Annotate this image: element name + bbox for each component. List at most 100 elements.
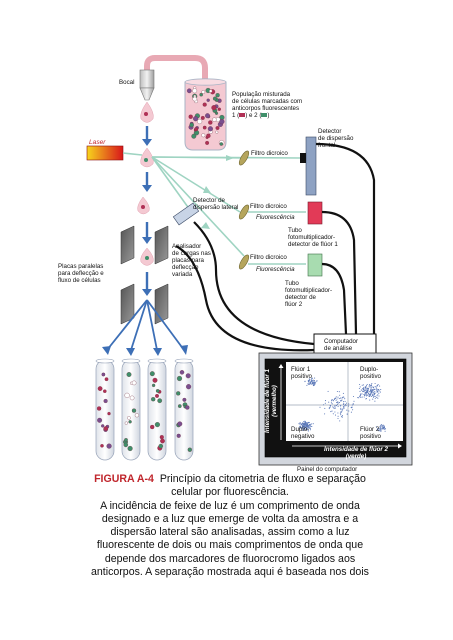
scatter-dot	[360, 396, 362, 398]
scatter-dot	[312, 423, 314, 425]
scatter-dot	[339, 394, 341, 396]
cell	[127, 416, 131, 420]
scatter-dot	[337, 401, 339, 403]
scatter-dot	[370, 386, 372, 388]
scatter-dot	[330, 402, 332, 404]
cell	[200, 115, 205, 120]
sorting-arrows	[102, 299, 188, 356]
scatter-dot	[328, 406, 330, 409]
scatter-dot	[365, 395, 367, 397]
caption-line: designado e a luz que emerge de volta da…	[101, 512, 359, 525]
cell	[177, 404, 182, 408]
scatter-dot	[337, 415, 339, 417]
cell	[124, 392, 130, 398]
cell	[96, 406, 102, 411]
cell	[157, 398, 163, 404]
scatter-dot	[374, 391, 376, 393]
scatter-dot	[363, 393, 365, 396]
dichroic-1-label: Filtro dicroico	[251, 150, 288, 157]
scatter-dot	[340, 410, 342, 412]
population-label: População misturada de células marcadas …	[232, 91, 303, 119]
scatter-dot	[301, 423, 303, 425]
signal-cables	[175, 142, 376, 372]
cell	[182, 397, 187, 402]
cell	[208, 120, 213, 125]
scatter-dots	[298, 377, 386, 432]
scatter-dot	[374, 382, 376, 385]
scatter-dot	[368, 384, 371, 386]
cell	[126, 372, 132, 377]
scatter-dot	[339, 412, 341, 414]
scatter-dot	[328, 401, 330, 403]
scatter-dot	[299, 425, 301, 427]
scatter-dot	[360, 393, 362, 395]
scatter-dot	[303, 424, 305, 426]
scatter-dot	[313, 381, 315, 384]
pmt-1	[307, 201, 323, 225]
cell	[202, 102, 207, 107]
scatter-dot	[309, 382, 311, 384]
scatter-dot	[332, 400, 335, 402]
scatter-dot	[359, 386, 361, 388]
cell	[100, 444, 104, 448]
scatter-dot	[340, 408, 342, 410]
cell	[215, 126, 220, 130]
scatter-dot	[314, 383, 316, 385]
scatter-dot	[309, 381, 311, 383]
scatter-dot	[308, 378, 310, 380]
cell	[155, 389, 160, 393]
figure-number: FIGURA A-4	[94, 473, 154, 485]
scatter-dot	[382, 427, 385, 429]
scatter-dot	[371, 390, 373, 393]
collection-tube	[95, 358, 115, 461]
scatter-dot	[365, 393, 367, 396]
scatter-dot	[380, 423, 382, 426]
scatter-dot	[303, 421, 305, 423]
scatter-dot	[371, 382, 373, 385]
scatter-dot	[372, 386, 374, 388]
cell	[127, 445, 133, 452]
scatter-dot	[308, 383, 310, 385]
caption-line: anticorpos. A separação mostrada aqui é …	[91, 566, 369, 579]
scatter-dot	[346, 413, 348, 415]
scatter-dot	[324, 413, 326, 415]
scatter-dot	[377, 394, 379, 396]
scatter-dot	[370, 388, 372, 390]
scatter-dot	[343, 405, 346, 407]
sample-tubing	[144, 55, 208, 91]
scatter-dot	[378, 430, 380, 432]
scatter-dot	[352, 409, 354, 411]
scatter-dot	[370, 390, 372, 392]
cell	[150, 424, 155, 430]
side-scatter-detector	[172, 202, 200, 226]
cell	[189, 122, 194, 128]
scatter-dot	[329, 405, 331, 407]
cell	[97, 417, 103, 423]
scatter-dot	[380, 430, 382, 432]
scatter-dot	[348, 410, 350, 412]
cell	[151, 397, 156, 402]
cell	[154, 422, 160, 428]
caption-title-1: Princípio da citometria de fluxo e separ…	[159, 473, 366, 485]
cell	[185, 405, 190, 410]
scatter-dot	[332, 407, 335, 409]
collection-tubes	[95, 358, 194, 461]
scatter-dot	[359, 394, 361, 396]
cell	[123, 442, 129, 448]
cell	[212, 117, 217, 122]
scatter-dot	[331, 410, 333, 412]
scatter-dot	[337, 412, 339, 414]
scatter-dot	[334, 397, 336, 400]
cell	[207, 126, 213, 132]
scatter-dot	[372, 396, 375, 398]
scatter-dot	[366, 394, 368, 396]
scatter-dot	[341, 399, 343, 401]
collection-tube	[121, 358, 141, 461]
charge-analyzer-label: Analisador de cargas nas placas para def…	[172, 243, 211, 278]
cell	[211, 105, 217, 111]
cell	[205, 113, 210, 119]
scatter-dot	[365, 397, 368, 400]
scatter-dot	[341, 408, 343, 411]
flow-arrows	[142, 126, 152, 296]
scatter-dot	[368, 393, 370, 395]
